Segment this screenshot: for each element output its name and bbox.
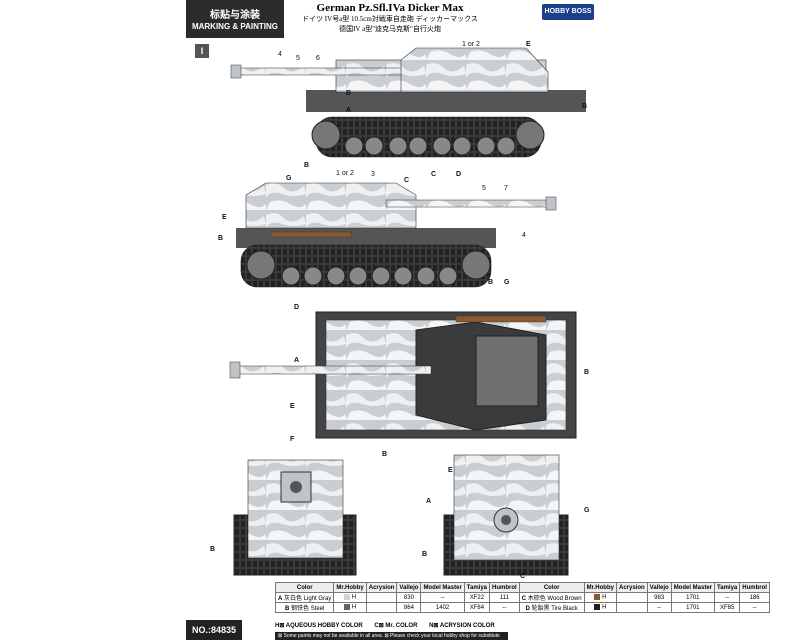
callout-c-1: C xyxy=(431,171,436,178)
callout-e-3: E xyxy=(290,403,295,410)
callout-a-2: A xyxy=(294,357,299,364)
callout-d-2: D xyxy=(294,304,299,311)
col-model-master: Model Master xyxy=(420,582,465,593)
callout-4-1: 4 xyxy=(278,51,282,58)
callout-b-4: B xyxy=(218,235,223,242)
col-humbrol-2: Humbrol xyxy=(739,582,770,593)
callout-7-1: 7 xyxy=(504,185,508,192)
side-view-right xyxy=(230,47,586,158)
color-row-1: A 灰白色 Light Gray H 830 -- XF22 111 C 木棕色… xyxy=(274,592,770,603)
callout-b-8: B xyxy=(210,546,215,553)
callout-b-7: B xyxy=(382,451,387,458)
top-view xyxy=(229,311,577,439)
callout-g-1: G xyxy=(286,175,292,182)
col-color-2: Color xyxy=(518,582,585,593)
paint-legend: H⊠ AQUEOUS HOBBY COLOR C⊠ Mr. COLOR N⊠ A… xyxy=(275,622,505,629)
callout-1or2-2: 1 or 2 xyxy=(336,170,354,177)
title-en: German Pz.Sfl.IVa Dicker Max xyxy=(316,2,464,14)
rear-view xyxy=(443,454,569,576)
col-vallejo: Vallejo xyxy=(396,582,422,593)
col-color: Color xyxy=(274,582,335,593)
hobbyboss-logo: HOBBY BOSS xyxy=(542,4,594,20)
callout-b-5: B xyxy=(488,279,493,286)
callout-a-1: A xyxy=(346,107,351,114)
callout-f-1: F xyxy=(290,436,295,443)
road-wheels-1 xyxy=(311,120,545,156)
callout-b-1: B xyxy=(582,103,587,110)
color-chart-header: Color Mr.Hobby Acrysion Vallejo Model Ma… xyxy=(274,582,770,593)
callout-g-2: G xyxy=(504,279,510,286)
callout-e-4: E xyxy=(448,467,453,474)
col-tamiya: Tamiya xyxy=(463,582,491,593)
instruction-sheet: 标贴与涂装 MARKING & PAINTING German Pz.Sfl.I… xyxy=(186,0,770,640)
callout-e-1: E xyxy=(526,41,531,48)
header-tab-cn: 标贴与涂装 xyxy=(210,10,260,21)
header-tab-en: MARKING & PAINTING xyxy=(191,22,279,31)
callouts: E B B A D C 4 5 6 1 or 2 B G 1 or 2 3 C … xyxy=(210,41,590,580)
callout-5-1: 5 xyxy=(296,55,300,62)
col-tamiya-2: Tamiya xyxy=(714,582,741,593)
side-view-left xyxy=(236,182,557,288)
footer-note: ⊠ Some paints may not be available in al… xyxy=(275,632,508,640)
callout-b-3: B xyxy=(304,162,309,169)
callout-g-3: G xyxy=(584,507,590,514)
col-acrysion-2: Acrysion xyxy=(615,582,648,593)
section-number: I xyxy=(195,44,209,58)
callout-6-1: 6 xyxy=(316,55,320,62)
callout-b-2: B xyxy=(346,90,351,97)
vehicle-drawings: E B B A D C 4 5 6 1 or 2 B G 1 or 2 3 C … xyxy=(210,41,590,580)
callout-d-1: D xyxy=(456,171,461,178)
col-model-master-2: Model Master xyxy=(670,582,716,593)
title-cn: 德国IV a型"迪克马克斯"自行火炮 xyxy=(339,25,441,33)
callout-1or2-1: 1 or 2 xyxy=(462,41,480,48)
legend-c: C⊠ Mr. COLOR xyxy=(374,623,418,629)
page-title: German Pz.Sfl.IVa Dicker Max ドイツ IV号a型 1… xyxy=(290,2,490,34)
title-jp: ドイツ IV号a型 10.5cm対戦車自走砲 ディッカーマックス xyxy=(302,15,478,23)
color-chart: Color Mr.Hobby Acrysion Vallejo Model Ma… xyxy=(274,582,770,613)
col-acrysion: Acrysion xyxy=(365,582,398,593)
callout-5-2: 5 xyxy=(482,185,486,192)
callout-c-3: C xyxy=(520,573,525,580)
col-humbrol: Humbrol xyxy=(489,582,520,593)
legend-n: N⊠ ACRYSION COLOR xyxy=(429,623,495,629)
callout-c-2: C xyxy=(404,177,409,184)
road-wheels-2 xyxy=(246,250,491,286)
callout-b-6: B xyxy=(584,369,589,376)
legend-h: H⊠ AQUEOUS HOBBY COLOR xyxy=(275,623,363,629)
item-number: NO.:84835 xyxy=(186,620,242,640)
section-header-tab: 标贴与涂装 MARKING & PAINTING xyxy=(186,0,284,38)
color-row-2: B 钢铁色 Steel H 864 1402 XF84 -- D 轮胎黑 Tir… xyxy=(274,602,770,613)
callout-3-1: 3 xyxy=(371,171,375,178)
callout-a-3: A xyxy=(426,498,431,505)
col-mrhobby-2: Mr.Hobby xyxy=(583,582,617,593)
callout-4-2: 4 xyxy=(522,232,526,239)
col-vallejo-2: Vallejo xyxy=(646,582,672,593)
callout-e-2: E xyxy=(222,214,227,221)
front-view xyxy=(233,459,357,576)
callout-b-9: B xyxy=(422,551,427,558)
col-mrhobby: Mr.Hobby xyxy=(333,582,367,593)
